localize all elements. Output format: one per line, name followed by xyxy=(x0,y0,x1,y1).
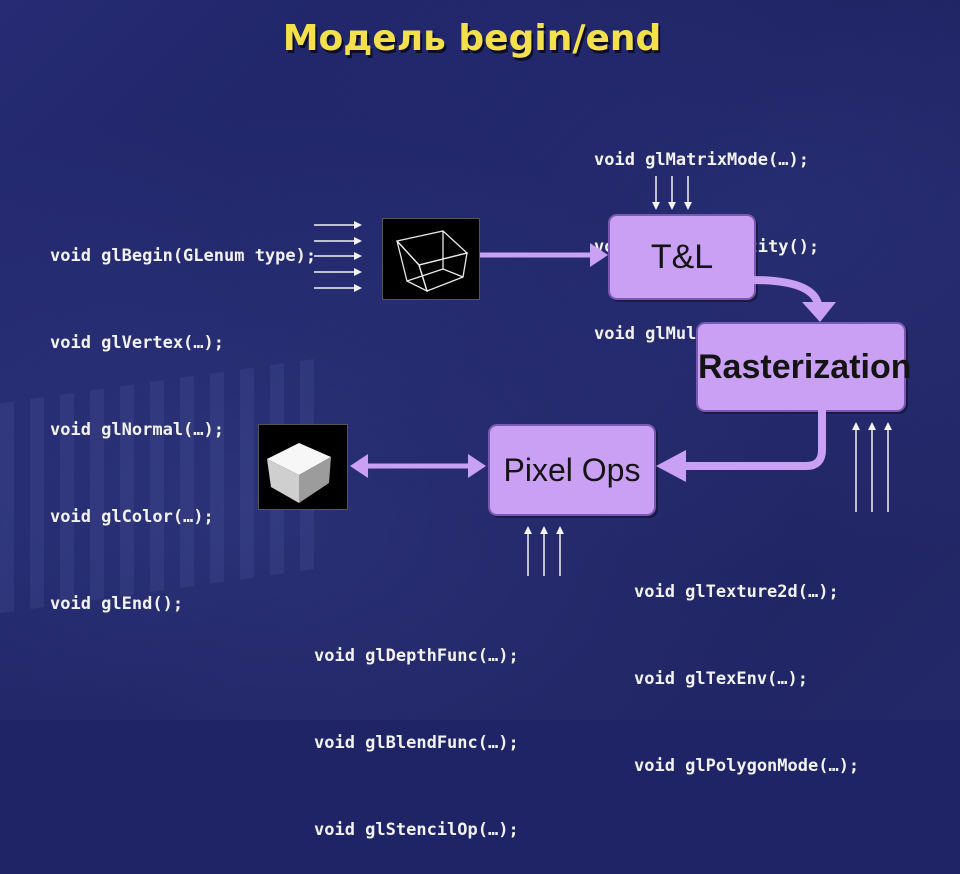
call-glmatrixmode: void glMatrixMode(…); xyxy=(594,150,809,170)
call-glnormal: void glNormal(…); xyxy=(50,420,224,440)
raster-input-arrows xyxy=(852,422,892,512)
call-gltexenv: void glTexEnv(…); xyxy=(634,669,808,689)
slide-title: Модель begin/end xyxy=(282,18,662,59)
shaded-cube-icon xyxy=(267,443,331,503)
call-gltexture2d: void glTexture2d(…); xyxy=(634,582,839,602)
call-gldepthfunc: void glDepthFunc(…); xyxy=(314,646,519,666)
call-glend: void glEnd(); xyxy=(50,594,184,614)
stage-tl: T&L xyxy=(608,214,756,300)
arrow-to-pixel-ops xyxy=(656,410,826,482)
stage-rasterization: Rasterization xyxy=(696,322,912,412)
call-glblendfunc: void glBlendFunc(…); xyxy=(314,733,519,753)
wireframe-box-image xyxy=(382,218,480,300)
pipeline-arrows xyxy=(314,176,892,576)
wireframe-cube-icon xyxy=(395,230,469,293)
left-calls: void glBegin(GLenum type); void glVertex… xyxy=(50,184,316,648)
shaded-box-image xyxy=(258,424,348,510)
tl-input-arrows xyxy=(652,176,692,210)
call-glcolor: void glColor(…); xyxy=(50,507,214,527)
arrow-to-rasterization xyxy=(751,276,836,322)
call-glstencilop: void glStencilOp(…); xyxy=(314,820,519,840)
arrow-pixel-ops-output xyxy=(350,454,486,478)
arrow-to-tl xyxy=(480,243,608,267)
call-glbegin: void glBegin(GLenum type); xyxy=(50,246,317,266)
stage-pixel-ops: Pixel Ops xyxy=(488,424,656,516)
left-input-arrows xyxy=(314,221,362,292)
call-glpolygonmode: void glPolygonMode(…); xyxy=(634,756,860,776)
pixelops-input-arrows xyxy=(524,526,564,576)
call-glvertex: void glVertex(…); xyxy=(50,333,224,353)
